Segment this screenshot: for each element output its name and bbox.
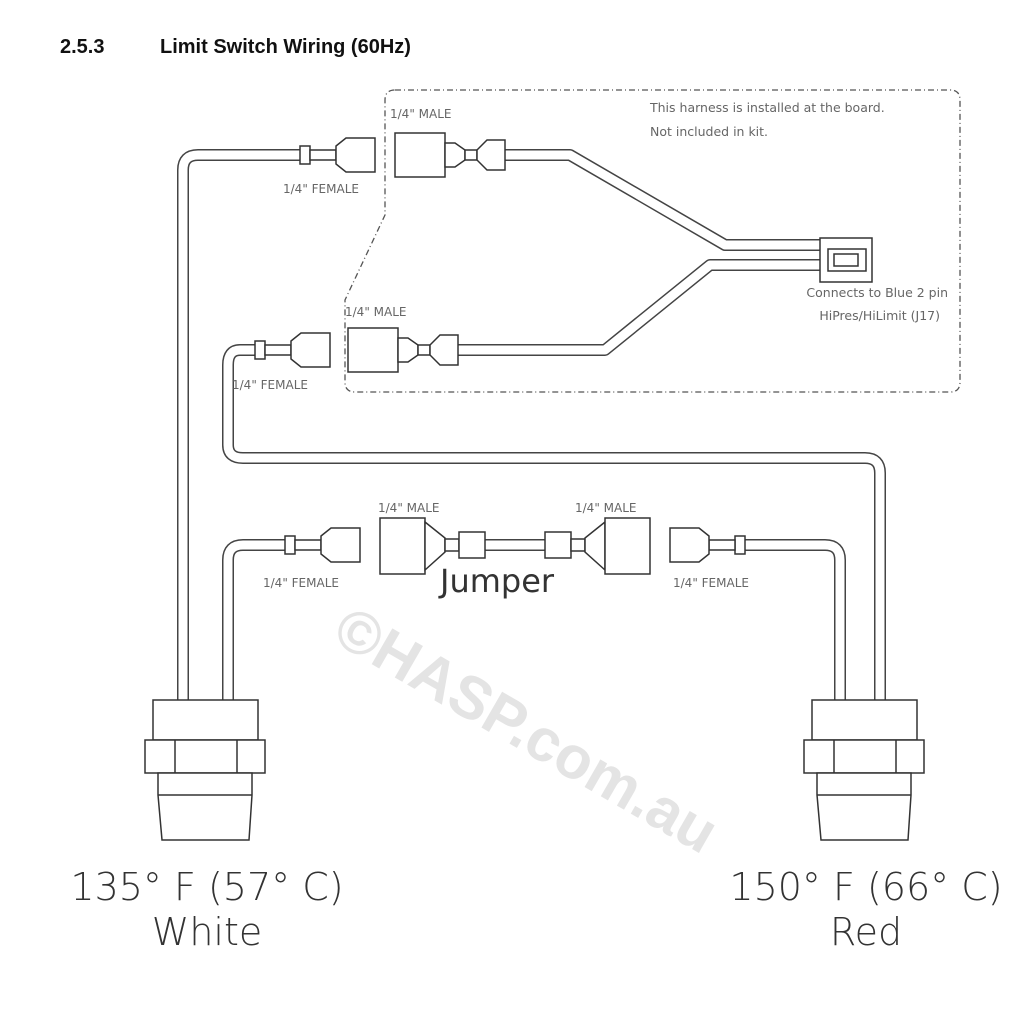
switch-white-color: White	[152, 910, 263, 954]
watermark: ©HASP.com.au	[324, 593, 730, 866]
label-female-jumper-right: 1/4" FEMALE	[673, 576, 749, 590]
board-note-line2: HiPres/HiLimit (J17)	[819, 308, 940, 323]
switch-white-temp: 135° F (57° C)	[70, 865, 343, 909]
harness-note-line2: Not included in kit.	[650, 124, 768, 139]
harness-note-line1: This harness is installed at the board.	[649, 100, 885, 115]
label-male-top: 1/4" MALE	[390, 107, 451, 121]
female-connector-middle	[254, 332, 331, 368]
limit-switch-white	[144, 699, 266, 841]
label-male-jumper-right: 1/4" MALE	[575, 501, 636, 515]
male-connector-top	[394, 132, 506, 178]
female-connector-jumper-right	[669, 527, 746, 563]
limit-switch-red	[803, 699, 925, 841]
page-title: Limit Switch Wiring (60Hz)	[160, 36, 411, 58]
label-female-jumper-left: 1/4" FEMALE	[263, 576, 339, 590]
section-number: 2.5.3	[60, 36, 105, 58]
label-male-jumper-left: 1/4" MALE	[378, 501, 439, 515]
jumper-cable	[379, 517, 651, 575]
male-connector-middle	[347, 327, 459, 373]
label-male-middle: 1/4" MALE	[345, 305, 406, 319]
female-connector-top	[299, 137, 376, 173]
switch-red-color: Red	[830, 910, 902, 954]
board-note-line1: Connects to Blue 2 pin	[806, 285, 948, 300]
label-female-top: 1/4" FEMALE	[283, 182, 359, 196]
board-plug	[819, 237, 873, 283]
label-female-middle: 1/4" FEMALE	[232, 378, 308, 392]
wires	[177, 149, 886, 700]
jumper-label: Jumper	[438, 562, 555, 600]
switch-red-temp: 150° F (66° C)	[729, 865, 1002, 909]
female-connector-jumper-left	[284, 527, 361, 563]
